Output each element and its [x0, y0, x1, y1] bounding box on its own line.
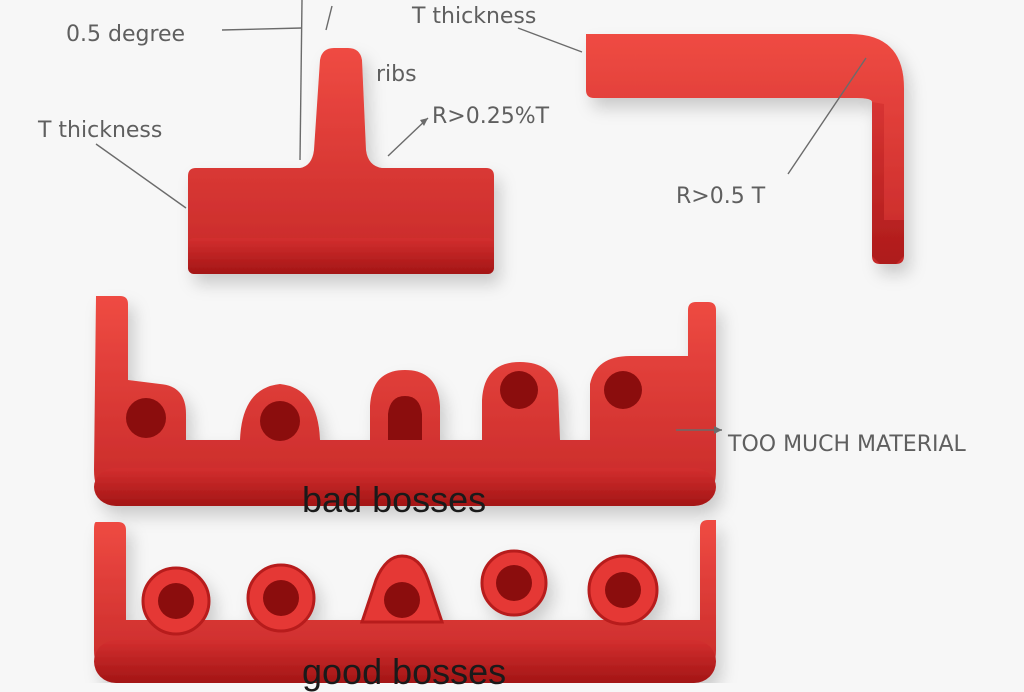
boss-hole: [500, 371, 538, 409]
boss-hole: [126, 398, 166, 438]
boss-hole: [604, 371, 642, 409]
root-radius-leader: [387, 117, 429, 157]
boss-hole: [605, 572, 641, 608]
rib-thickness-label: T thickness: [38, 118, 163, 143]
boss-hole: [263, 580, 299, 616]
rib-t-part: [188, 48, 494, 274]
bracket-inner-face: [872, 102, 904, 264]
bad-bosses-part: [94, 296, 716, 506]
bad-bosses-caption: bad bosses: [302, 479, 487, 520]
good-boss-holes: [158, 565, 641, 619]
thickness-leader-bracket: [517, 27, 583, 53]
good-bosses-caption: good bosses: [302, 651, 507, 692]
bracket-body: [586, 34, 904, 264]
angle-label: 0.5 degree: [66, 22, 186, 47]
bad-bosses-front-face: [94, 468, 716, 506]
boss-hole: [384, 582, 420, 618]
rib-t-part-front-face: [188, 238, 494, 274]
good-bosses-part: [94, 520, 716, 683]
thickness-leader-left: [95, 143, 187, 209]
leader-lines: [95, 0, 867, 431]
bad-boss-holes: [126, 371, 642, 441]
root-radius-label: R>0.25%T: [432, 104, 550, 129]
draft-line: [299, 0, 303, 161]
good-bosses-front-face: [94, 640, 716, 683]
ribs-label: ribs: [376, 62, 417, 87]
rib-t-part-body: [188, 48, 494, 274]
bracket-thickness-label: T thickness: [412, 4, 537, 29]
boss-hole: [158, 583, 194, 619]
arrowhead: [714, 426, 722, 434]
corner-radius-label: R>0.5 T: [676, 184, 766, 209]
draft-tick: [325, 5, 333, 31]
angle-leader: [221, 27, 303, 31]
boss-hole: [260, 401, 300, 441]
boss-slot: [388, 396, 422, 440]
arrowhead: [420, 118, 428, 126]
leader-arrowheads: [420, 118, 722, 434]
too-much-material-label: TOO MUCH MATERIAL: [728, 432, 966, 457]
boss-hole: [496, 565, 532, 601]
corner-radius-leader: [787, 57, 867, 175]
bracket-part: [586, 34, 904, 264]
